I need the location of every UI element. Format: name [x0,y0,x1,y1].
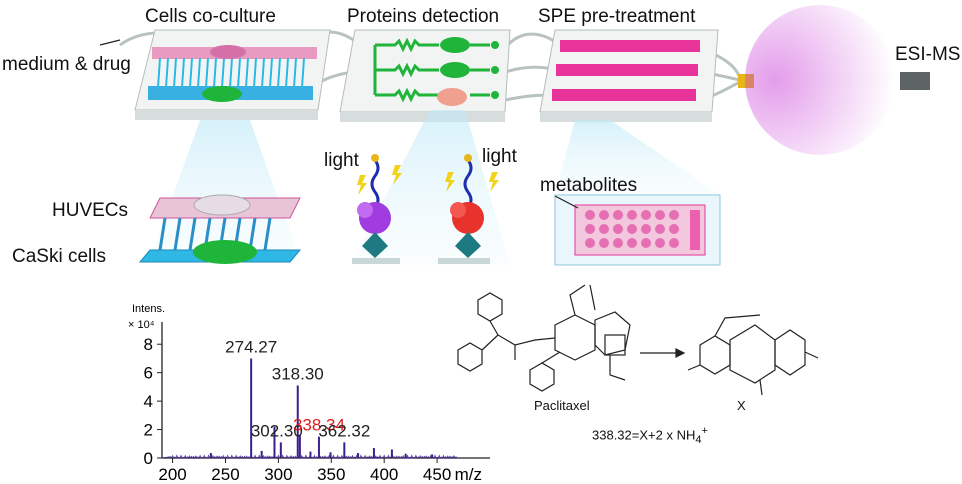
x-tick-label: 250 [211,465,239,484]
metabolites-pointer [554,195,579,209]
label-caski: CaSki cells [12,246,106,267]
ms-inlet [900,72,930,90]
label-medium-drug: medium & drug [2,54,131,75]
probe-right [438,154,490,264]
label-huvecs: HUVECs [52,200,129,221]
title-detection: Proteins detection [347,6,500,27]
x-tick-label: 400 [370,465,398,484]
peak-label-318.30: 318.30 [272,364,324,383]
peak-label-274.27: 274.27 [225,337,277,356]
spe-chip [539,29,719,122]
label-esi-ms: ESI-MS [895,44,961,65]
arrow-reaction [640,348,686,358]
light-bolts [357,165,499,195]
label-light-right: light [482,146,517,167]
x-tick-label: 350 [317,465,345,484]
zoom-beam-coculture [150,120,300,260]
peak-label-302.30: 302.30 [251,421,303,440]
equation-sub: 4 [695,433,702,446]
title-coculture: Cells co-culture [145,6,276,27]
label-product-x: X [737,398,746,413]
medium-pointer [99,39,121,46]
label-metabolites: metabolites [540,175,638,196]
y-tick-label: 2 [144,421,153,440]
baseline-noise [161,454,458,459]
x-tick-label: 300 [264,465,292,484]
x-tick-label: 200 [158,465,186,484]
y-tick-label: 8 [144,335,153,354]
y-axis-unit: × 10⁴ [128,319,155,331]
title-spe: SPE pre-treatment [538,6,696,27]
product-x-structure [687,314,819,396]
label-light-left: light [324,150,359,171]
equation-text: 338.32=X+2 x NH4+ [592,425,708,446]
y-tick-label: 6 [144,364,153,383]
peak-label-338.34: 338.34 [293,416,345,435]
label-paclitaxel: Paclitaxel [534,398,590,413]
ms-axes: 0 2 4 6 8 200 250 300 350 400 450 Intens. × 10⁴ m/z [128,303,490,484]
x-axis-label: m/z [455,465,482,484]
y-tick-label: 0 [144,449,153,468]
y-tick-label: 4 [144,392,153,411]
probe-left [352,154,400,264]
ms-peaks [161,358,458,459]
equation-sup: + [701,425,708,437]
esi-spray [745,5,895,155]
equation-main: 338.32=X+2 x NH [592,427,696,443]
coculture-chip [134,29,331,120]
paclitaxel-structure [457,284,631,392]
x-tick-label: 450 [423,465,451,484]
zoom-beam-spe [555,120,720,195]
peak-label-362.32: 362.32 [318,421,370,440]
y-axis-label: Intens. [132,303,165,315]
coculture-zoom [138,194,302,264]
spe-zoom [554,194,721,266]
